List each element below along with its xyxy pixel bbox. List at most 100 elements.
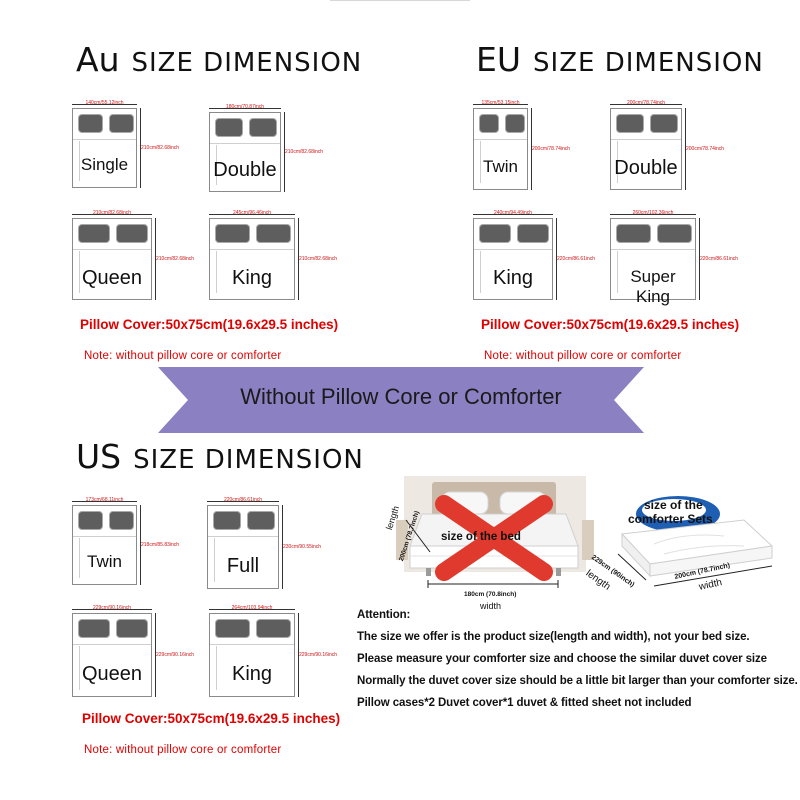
width-dimension-line <box>209 214 295 215</box>
bed-head <box>73 614 151 645</box>
length-dimension-line <box>282 505 283 589</box>
bed-width-word: width <box>480 601 502 611</box>
bed-fold-line <box>617 141 618 183</box>
length-dimension-line <box>298 218 299 300</box>
width-dimension-line <box>209 609 295 610</box>
length-label: 210cm/82.68inch <box>156 256 195 262</box>
bed-frame: Queen <box>72 218 152 300</box>
pillow-left <box>78 114 103 133</box>
bed-frame: Single <box>72 108 137 188</box>
banner-ribbon <box>158 367 644 433</box>
length-label: 210cm/82.68inch <box>285 149 324 155</box>
width-label: 210cm/82.68inch <box>92 210 132 216</box>
length-dimension-line <box>531 108 532 190</box>
bed-frame: Double <box>209 112 281 192</box>
width-label: 229cm/90.16inch <box>92 605 132 611</box>
bed-head <box>611 109 681 140</box>
width-dimension-line <box>473 214 553 215</box>
au-title: SIZE DIMENSION <box>131 48 363 78</box>
length-dimension-line <box>284 112 285 192</box>
bed-photo-label: size of the bed <box>441 531 521 543</box>
banner-text: Without Pillow Core or Comforter <box>240 384 562 409</box>
bed-frame: Twin <box>473 108 528 190</box>
bed-head <box>611 219 695 250</box>
us-pillow-cover: Pillow Cover:50x75cm(19.6x29.5 inches) <box>82 711 341 726</box>
attention-line-3: Normally the duvet cover size should be … <box>357 675 798 687</box>
pillow-left <box>215 619 250 638</box>
bed-fold-line <box>216 251 217 293</box>
bed-frame: Queen <box>72 613 152 697</box>
bed-illustration <box>396 476 594 600</box>
width-dimension-line <box>72 501 137 502</box>
width-dimension-line <box>72 214 152 215</box>
width-dimension-line <box>207 501 279 502</box>
bed-size-name: Super King <box>630 267 676 306</box>
eu-pillow-cover: Pillow Cover:50x75cm(19.6x29.5 inches) <box>481 317 740 332</box>
width-dimension-line <box>610 104 682 105</box>
bed-head <box>474 109 527 140</box>
pillow-right <box>116 619 148 638</box>
pillow-left <box>78 511 103 530</box>
pillow-left <box>213 511 241 530</box>
width-dimension-line <box>72 609 152 610</box>
width-label: 220cm/86.61inch <box>223 497 263 503</box>
top-divider <box>330 0 470 1</box>
width-dimension-line <box>209 108 281 109</box>
bed-head <box>208 506 278 537</box>
pillow-right <box>517 224 549 243</box>
pillow-right <box>109 511 134 530</box>
pillow-left <box>616 114 644 133</box>
attention-line-4: Pillow cases*2 Duvet cover*1 duvet & fit… <box>357 697 692 709</box>
eu-note: Note: without pillow core or comforter <box>484 350 682 362</box>
bed-frame: Double <box>610 108 682 190</box>
width-dimension-line <box>473 104 528 105</box>
length-label: 220cm/86.61inch <box>557 256 596 262</box>
width-dimension-line <box>72 104 137 105</box>
bed-head <box>210 219 294 250</box>
width-label: 240cm/94.49inch <box>493 210 533 216</box>
length-label: 220cm/86.61inch <box>700 256 739 262</box>
us-title: SIZE DIMENSION <box>133 445 364 475</box>
comforter-photo: size of the comforter Sets 229cm (90inch… <box>584 484 774 604</box>
attention-heading: Attention: <box>357 609 411 621</box>
bed-head <box>474 219 552 250</box>
pillow-left <box>78 224 110 243</box>
pillow-left <box>215 118 243 137</box>
pillow-left <box>479 224 511 243</box>
bed-frame: King <box>473 218 553 300</box>
au-pillow-cover: Pillow Cover:50x75cm(19.6x29.5 inches) <box>80 317 339 332</box>
bed-fold-line <box>480 141 481 183</box>
us-note: Note: without pillow core or comforter <box>84 744 282 756</box>
length-label: 210cm/82.68inch <box>299 256 338 262</box>
length-label: 229cm/90.16inch <box>156 652 195 658</box>
pillow-right <box>505 114 525 133</box>
pillow-right <box>249 118 277 137</box>
bed-fold-line <box>79 141 80 181</box>
pillow-right <box>256 224 291 243</box>
bed-photo: size of the bed length 200cm (78.7inch) … <box>384 476 594 611</box>
bed-frame: Twin <box>72 505 137 585</box>
length-dimension-line <box>298 613 299 697</box>
length-dimension-line <box>556 218 557 300</box>
pillow-right <box>657 224 692 243</box>
bed-size-name: Twin <box>483 157 518 176</box>
pillow-left <box>616 224 651 243</box>
bed-size-name: Full <box>226 555 260 577</box>
bed-fold-line <box>480 251 481 293</box>
width-label: 140cm/55.12inch <box>85 100 124 106</box>
bed-size-name: Queen <box>81 267 143 289</box>
length-dimension-line <box>155 218 156 300</box>
au-note: Note: without pillow core or comforter <box>84 350 282 362</box>
width-dimension-line <box>610 214 696 215</box>
